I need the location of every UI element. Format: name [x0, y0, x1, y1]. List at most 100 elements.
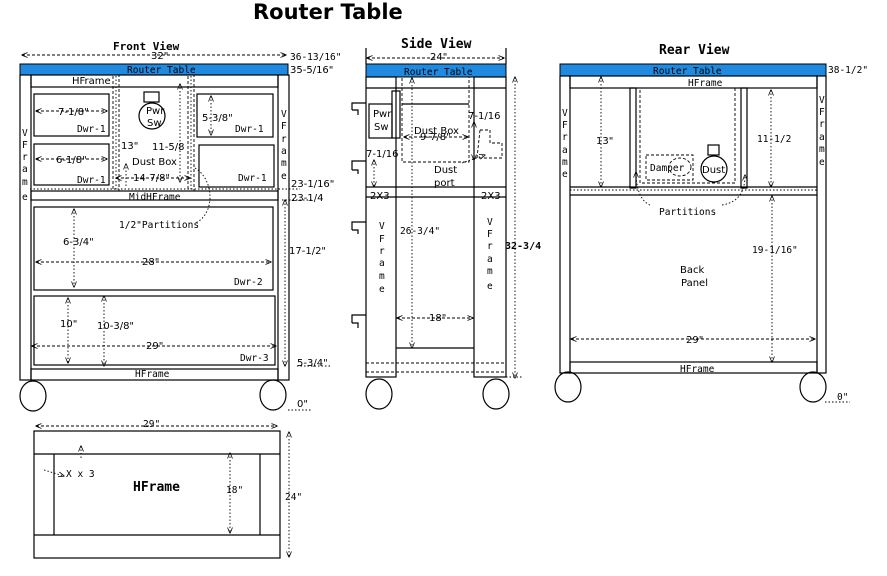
- side-router-table-top: [365, 63, 507, 78]
- svg-text:e: e: [22, 192, 28, 203]
- svg-text:V: V: [22, 128, 28, 139]
- rear-panel-label: Panel: [681, 278, 708, 289]
- front-router-table-label: Router Table: [127, 65, 196, 76]
- front-hframe-bottom: [30, 368, 279, 381]
- svg-text:V: V: [562, 108, 568, 119]
- side-32-3-4-label: 32-3/4: [505, 241, 541, 252]
- front-dwr3-label: Dwr-3: [240, 353, 269, 364]
- svg-text:m: m: [562, 157, 568, 168]
- rear-partition-right: [740, 87, 748, 189]
- front-dwr3: [33, 295, 276, 366]
- hframe-29-label: 29": [143, 419, 160, 430]
- front-height2-label: 35-5/16": [290, 65, 333, 76]
- rear-router-table-label: Router Table: [653, 66, 722, 77]
- side-caster-right: [482, 378, 510, 410]
- front-partitions-label: 1/2"Partitions: [119, 220, 199, 231]
- front-23-1-16-label: 23-1/16": [291, 179, 334, 190]
- front-dwr1-b: [33, 143, 110, 186]
- svg-text:e: e: [819, 157, 825, 168]
- front-11-5-8-label: 11-5/8: [152, 142, 184, 153]
- hframe-title: HFrame: [133, 480, 180, 495]
- front-vframe-right-letters: V F r a m e: [281, 109, 287, 182]
- side-7-1-16a-label: 7-1/16: [468, 111, 500, 122]
- front-dwr2: [33, 206, 274, 291]
- svg-text:e: e: [562, 169, 568, 180]
- front-dwr2-label: Dwr-2: [234, 277, 263, 288]
- rear-back-label: Back: [680, 265, 704, 276]
- side-vframe-right-letters: V F r a m e: [487, 217, 493, 292]
- rear-dust-box: [639, 87, 736, 184]
- svg-text:m: m: [22, 177, 28, 188]
- rear-hframe-bottom-label: HFrame: [680, 364, 715, 375]
- front-height-label: 36-13/16": [290, 52, 341, 63]
- front-caster-left: [19, 380, 47, 412]
- front-hframe-top-label: HFrame: [72, 76, 111, 87]
- svg-text:m: m: [379, 271, 385, 282]
- rear-29-label: 29": [686, 335, 703, 346]
- rear-caster-right: [799, 371, 827, 403]
- svg-text:a: a: [562, 145, 568, 156]
- front-dwr1a-label: Dwr-1: [77, 124, 106, 135]
- front-hframe-top: [30, 74, 279, 88]
- front-17-1-2-label: 17-1/2": [289, 246, 326, 257]
- side-18-label: 18": [429, 313, 446, 324]
- hframe-18-label: 18": [226, 485, 243, 496]
- side-dust-port-label2: port: [434, 178, 455, 189]
- side-width-label: 24": [430, 52, 447, 63]
- rear-dust-label: Dust: [702, 165, 725, 176]
- rear-view: Rear View Router Table 38-1/2" HFrame V …: [554, 43, 868, 403]
- svg-text:V: V: [281, 109, 287, 120]
- side-dust-box-label: Dust Box: [414, 126, 459, 137]
- side-router-table-label: Router Table: [404, 67, 473, 78]
- rear-damper: [645, 154, 694, 181]
- svg-text:a: a: [22, 164, 28, 175]
- hframe-detail: 29" X x 3 HFrame 18" 24": [33, 419, 302, 559]
- front-dwr1-d: [198, 144, 275, 188]
- svg-text:F: F: [487, 229, 493, 240]
- side-7-1-16b-label: 7-1/16: [366, 149, 398, 160]
- front-dwr3-height2: 10-3/8": [97, 321, 134, 332]
- front-23-1-4-label: 23-1/4: [291, 193, 323, 204]
- front-hframe-bottom-label: HFrame: [135, 369, 170, 380]
- rear-view-heading: Rear View: [659, 43, 730, 58]
- rear-vframe-right-letters: V F r a m e: [819, 95, 825, 168]
- side-view: Side View 24" Router Table Pwr Sw Dust B…: [351, 37, 541, 410]
- rear-dust-port: [700, 155, 728, 183]
- rear-38-1-2-label: 38-1/2": [828, 65, 868, 76]
- rear-hframe-top-label: HFrame: [688, 78, 723, 89]
- svg-text:r: r: [22, 152, 28, 163]
- rear-13-label: 13": [596, 136, 613, 147]
- svg-text:V: V: [487, 217, 493, 228]
- front-midhframe-label: MidHFrame: [129, 192, 181, 203]
- front-dust-box-label: Dust Box: [132, 157, 177, 168]
- front-caster-right: [259, 379, 287, 411]
- svg-text:a: a: [281, 146, 287, 157]
- front-sw-label: Sw: [147, 118, 162, 129]
- side-view-heading: Side View: [401, 37, 472, 52]
- svg-text:F: F: [379, 234, 385, 245]
- rear-partitions-label: Partitions: [659, 207, 716, 218]
- front-dwr3-width: 29": [146, 341, 163, 352]
- svg-text:m: m: [819, 144, 825, 155]
- svg-text:F: F: [281, 121, 287, 132]
- front-dwr1b-width: 6-1/8": [56, 155, 87, 166]
- front-dwr1-a: [33, 93, 110, 137]
- rear-hframe-top: [569, 75, 818, 89]
- svg-text:m: m: [281, 158, 287, 169]
- hframe-24-label: 24": [285, 492, 302, 503]
- front-vframe-left-letters: V F r a m e: [22, 128, 28, 203]
- side-vframe-left-letters: V F r a m e: [379, 221, 385, 295]
- rear-0-label: 0": [837, 392, 848, 403]
- rear-damper-label: Damper: [650, 163, 685, 174]
- front-dwr2-height: 6-3/4": [63, 237, 94, 248]
- rear-11-1-2-label: 11-1/2: [757, 134, 791, 145]
- svg-text:m: m: [487, 266, 493, 277]
- side-dust-port-label1: Dust: [434, 165, 457, 176]
- side-26-3-4-label: 26-3/4": [400, 226, 440, 237]
- rear-vframe-right: [816, 75, 827, 374]
- side-9-7-8-label: 9-7/8": [420, 132, 451, 143]
- side-2x3b-label: 2X3: [481, 191, 501, 202]
- svg-text:V: V: [379, 221, 385, 232]
- front-power-switch-box: [143, 91, 160, 103]
